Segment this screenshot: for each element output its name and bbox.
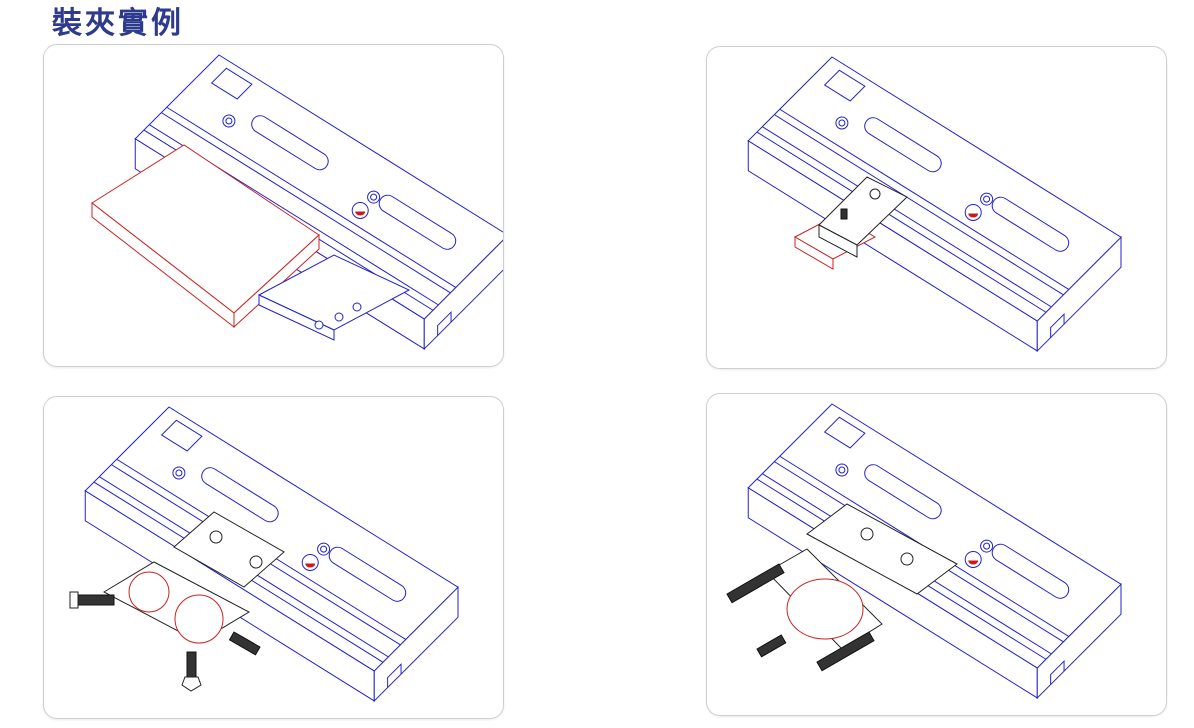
slot-inner <box>329 547 406 601</box>
bolt-icon <box>228 631 261 656</box>
jaw-block-front <box>258 294 335 341</box>
clamp-screw-icon <box>249 555 263 569</box>
rail-groove-line <box>161 112 451 294</box>
locating-hole <box>964 550 982 568</box>
example-panel-1 <box>43 44 504 367</box>
bolt-icon <box>756 634 787 658</box>
end-notch <box>387 662 402 688</box>
bolt-icon <box>73 594 115 606</box>
screw-hex <box>320 545 328 553</box>
screw-hex <box>983 542 991 550</box>
locating-hole-red <box>968 560 979 565</box>
jaw-screw-icon <box>314 320 324 330</box>
locating-hole <box>301 553 319 571</box>
locating-hole <box>964 203 982 221</box>
bolt-icon <box>816 631 875 672</box>
screw-hex <box>838 119 846 127</box>
screw-hex <box>983 195 991 203</box>
square-pad <box>210 67 253 100</box>
workpiece-end <box>233 233 320 329</box>
clamp-front <box>818 224 858 258</box>
fixture-drawing-round-bar-clamp <box>69 406 459 703</box>
locating-hole-red <box>355 211 366 216</box>
round-bar <box>128 571 170 613</box>
rail-groove-line <box>779 108 1070 290</box>
locating-hole <box>351 201 369 219</box>
square-pad <box>823 69 866 102</box>
clamp-screw-icon <box>900 552 914 566</box>
rail-groove-line <box>166 106 457 288</box>
clamp-screw-icon <box>209 530 223 544</box>
square-pad <box>823 416 866 449</box>
round-bar <box>174 594 224 644</box>
rail-groove-line <box>756 131 1047 313</box>
slot-inner <box>992 197 1069 251</box>
slot-inner <box>865 465 941 519</box>
example-panel-4 <box>706 393 1167 716</box>
slot-inner <box>865 118 941 172</box>
page-title: 裝夾實例 <box>52 6 184 41</box>
clamp-screw-icon <box>860 527 874 541</box>
slot-inner <box>252 116 328 170</box>
end-notch <box>437 310 452 336</box>
locating-hole-red <box>968 213 979 218</box>
screw-hex <box>370 193 378 201</box>
slot-inner <box>202 468 278 522</box>
fixture-drawing-cylinder-clamp <box>726 403 1122 700</box>
fixture-drawing-block-clamp <box>747 56 1122 353</box>
end-notch <box>1050 312 1065 338</box>
set-screw-icon <box>840 208 848 220</box>
bolt-icon <box>726 563 785 604</box>
slot-inner <box>992 544 1069 598</box>
bolt-icon <box>186 651 197 678</box>
bolt-head <box>181 676 202 692</box>
screw-hex <box>225 117 233 125</box>
square-pad <box>160 419 203 452</box>
workpiece-block-front <box>794 236 834 270</box>
example-panel-3 <box>43 396 504 719</box>
jaw-screw-icon <box>334 312 344 322</box>
screw-hex <box>175 469 183 477</box>
rail-groove-line <box>774 114 1064 296</box>
bolt-head <box>69 591 79 609</box>
screw-hex <box>838 466 846 474</box>
end-notch <box>1050 659 1065 685</box>
clamp-screw-icon <box>869 188 881 200</box>
locating-hole-red <box>305 563 316 568</box>
example-panel-2 <box>706 46 1167 369</box>
slot-inner <box>379 195 456 249</box>
clamp-top <box>806 503 958 595</box>
fixture-drawing-plate-clamp <box>91 54 503 351</box>
jaw-screw-icon <box>352 302 362 312</box>
rail-groove-line <box>762 126 1052 308</box>
cylinder-workpiece <box>786 578 864 640</box>
